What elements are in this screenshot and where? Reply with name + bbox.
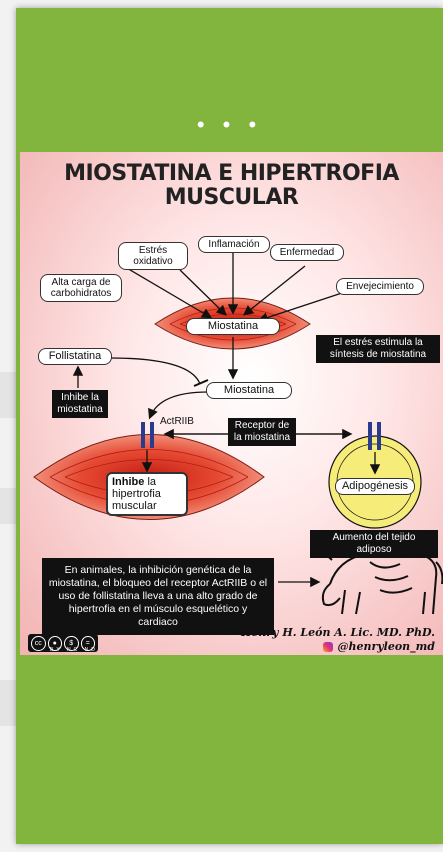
by-icon: ● (47, 635, 62, 651)
note-estres-estimula: El estrés estimula la síntesis de miosta… (316, 335, 440, 363)
label-alta-carga: Alta carga de carbohidratos (40, 274, 122, 302)
label-follistatina: Follistatina (38, 348, 112, 365)
label-inflamacion: Inflamación (198, 236, 270, 253)
poster-title: MIOSTATINA E HIPERTROFIA MUSCULAR (20, 162, 443, 210)
cc-terms: BY NC ND (50, 647, 98, 653)
label-actriib: ActRIIB (160, 416, 194, 427)
note-inhibe-miostatina: Inhibe la miostatina (52, 390, 108, 418)
cc-icon: cc (31, 635, 46, 651)
label-adipogenesis: Adipogénesis (335, 478, 415, 495)
cc-license-badge: cc ● $ = BY NC ND (28, 634, 98, 653)
note-aumento-tejido: Aumento del tejido adiposo (310, 530, 438, 558)
label-enfermedad: Enfermedad (270, 244, 344, 261)
fat-cell-icon (328, 422, 422, 529)
label-miostatina-muscle: Miostatina (186, 318, 280, 335)
title-line-1: MIOSTATINA E HIPERTROFIA (64, 161, 399, 186)
label-envejecimiento: Envejecimiento (336, 278, 424, 295)
instagram-icon (323, 642, 334, 652)
nc-icon: $ (64, 635, 79, 651)
receptor-left-icon (141, 422, 154, 448)
inhibe-bold: Inhibe (112, 476, 145, 488)
label-estres-oxidativo: Estrés oxidativo (118, 242, 188, 270)
note-receptor: Receptor de la miostatina (228, 418, 296, 446)
inhibe-rest: la hipertrofia muscular (112, 476, 161, 512)
nd-icon: = (80, 635, 95, 651)
label-miostatina-free: Miostatina (206, 382, 292, 399)
infographic: MIOSTATINA E HIPERTROFIA MUSCULAR (20, 152, 443, 655)
more-options-button[interactable]: • • • (196, 112, 263, 137)
title-line-2: MUSCULAR (164, 185, 299, 210)
author-handle: @henryleon_md (323, 640, 435, 653)
handle-text: @henryleon_md (337, 640, 435, 653)
note-animales: En animales, la inhibición genética de l… (42, 558, 274, 635)
label-inhibe-hipertrofia: Inhibe la hipertrofia muscular (106, 472, 188, 516)
author-name: Henry H. León A. Lic. MD. PhD. (240, 626, 435, 639)
